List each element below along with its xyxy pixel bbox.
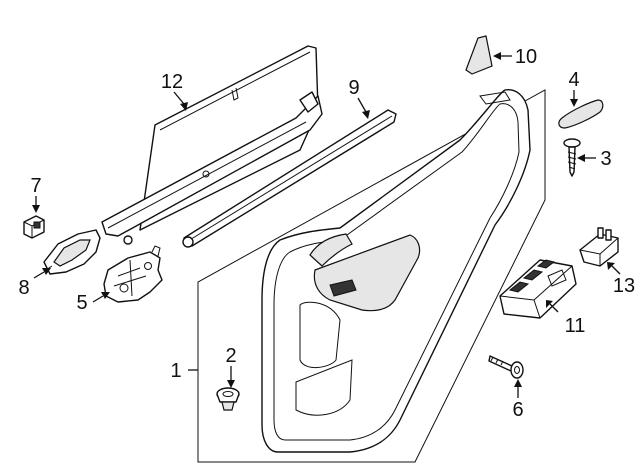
leader-line-11 [549,303,559,313]
cap-trim [558,99,604,129]
callout-2: 2 [225,345,236,367]
inside-door-handle [43,229,101,275]
window-sunshade [101,45,323,245]
leader-line-13 [611,265,621,275]
door-trim-panel [261,88,531,453]
bolt [488,355,524,379]
belt-weatherstrip [182,109,397,248]
leader-line-9 [357,97,367,113]
callout-7: 7 [30,175,41,197]
callout-5: 5 [76,292,87,314]
callout-1: 1 [170,360,181,382]
window-switch [499,259,577,319]
callout-8: 8 [18,277,29,299]
push-clip [216,387,240,411]
callout-11: 11 [565,315,586,337]
callout-13: 13 [613,275,635,297]
callout-10: 10 [515,46,537,68]
triangle-trim [465,35,493,75]
callout-4: 4 [568,69,579,91]
handle-bracket [103,245,163,303]
callout-9: 9 [348,77,359,99]
screw [563,138,581,177]
clip-nut [23,215,45,239]
leader-line-12 [173,91,185,105]
callout-3: 3 [600,148,611,170]
callout-12: 12 [161,71,183,93]
callout-6: 6 [512,399,523,421]
leader-line-5 [92,295,104,303]
switch-bezel-clip [579,227,619,267]
leader-line-8 [33,271,45,279]
